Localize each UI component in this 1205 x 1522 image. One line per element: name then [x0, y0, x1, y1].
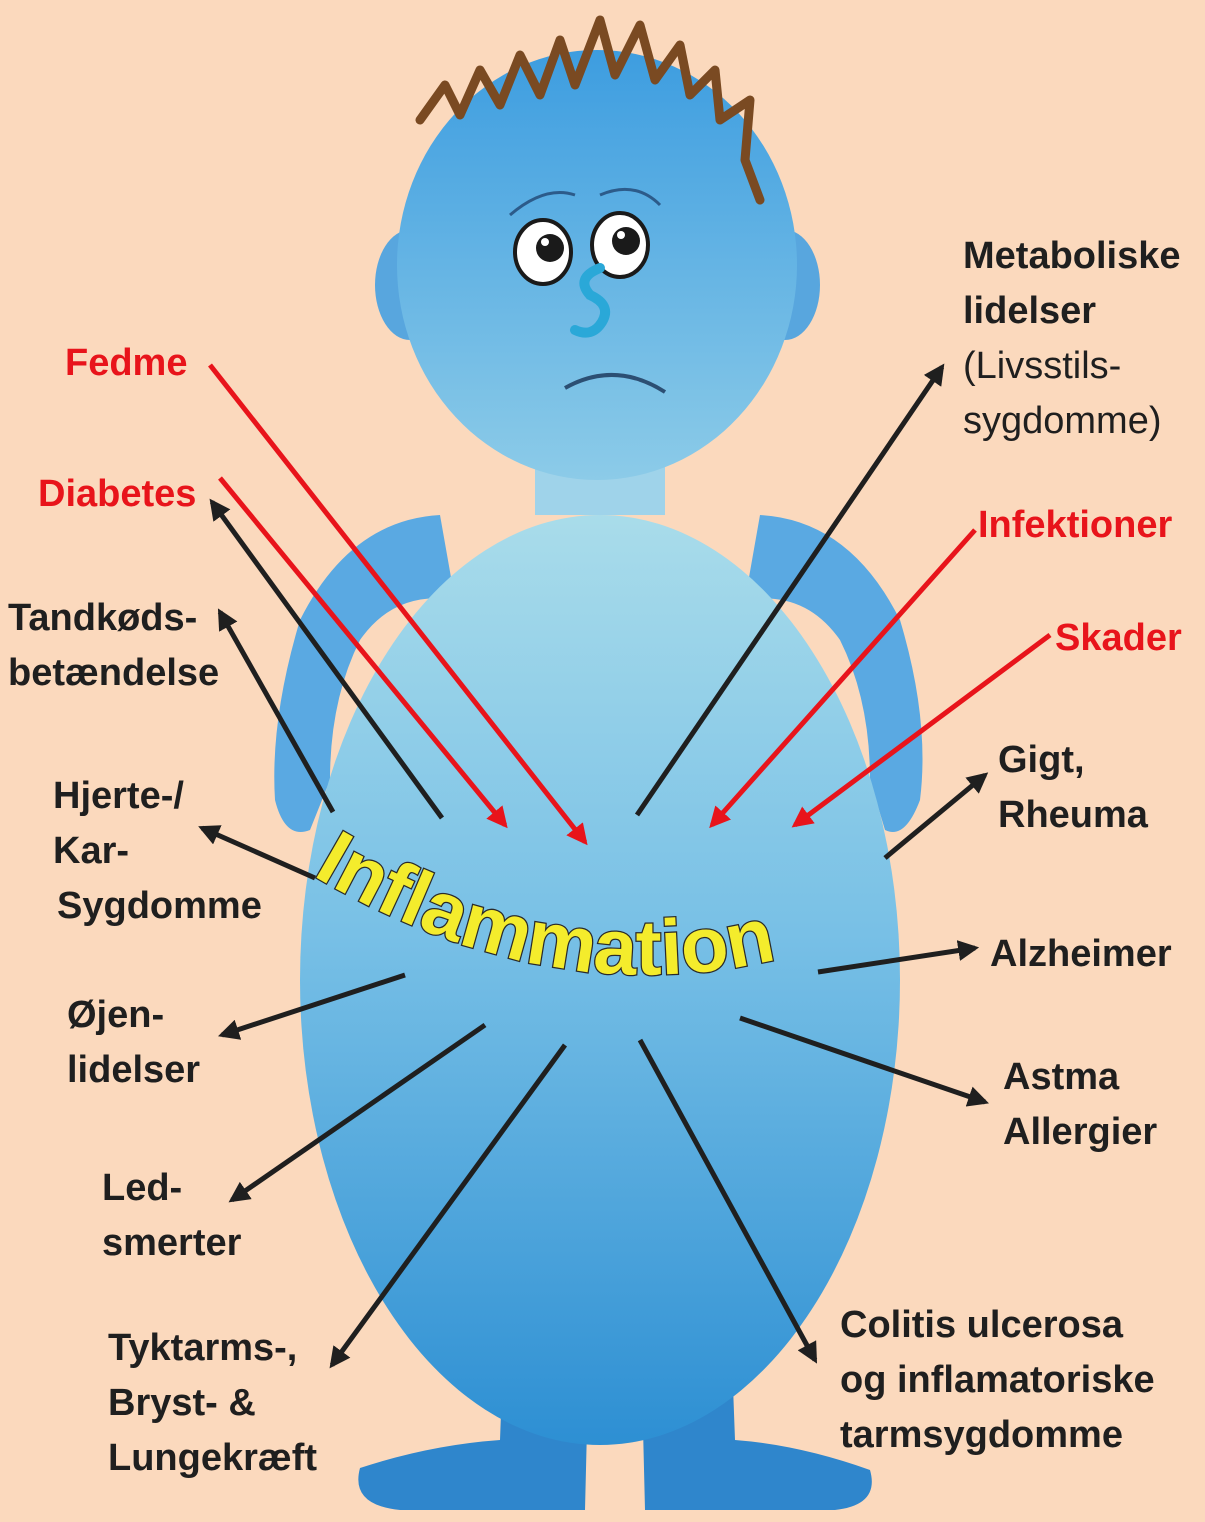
effect-arrows: [198, 363, 989, 1369]
cause-skader: Skader: [1055, 617, 1182, 659]
arrow-icon: [637, 1038, 818, 1364]
svg-text:Hjerte-/: Hjerte-/: [53, 775, 184, 817]
left-pupil: [536, 234, 564, 262]
right-pupil: [612, 227, 640, 255]
arrow-icon: [883, 772, 989, 860]
torso: [300, 515, 900, 1445]
right-eyebrow: [599, 187, 662, 207]
svg-text:Øjen-: Øjen-: [67, 994, 164, 1036]
nose: [570, 263, 610, 338]
svg-text:Lungekræft: Lungekræft: [108, 1437, 317, 1479]
arrow-icon: [791, 632, 1052, 828]
svg-text:lidelser: lidelser: [67, 1049, 200, 1091]
mouth: [564, 372, 667, 394]
arrow-icon: [208, 363, 588, 846]
svg-text:Tandkøds-: Tandkøds-: [8, 597, 197, 639]
arrow-icon: [209, 498, 445, 820]
effect-kraeft: Tyktarms-, Bryst- & Lungekræft: [108, 1327, 317, 1479]
effect-astma: Astma Allergier: [1003, 1056, 1157, 1153]
arrow-icon: [217, 608, 336, 814]
svg-text:Metaboliske: Metaboliske: [963, 235, 1181, 277]
svg-text:Kar-: Kar-: [53, 830, 129, 872]
svg-text:betændelse: betændelse: [8, 652, 219, 694]
cause-diabetes: Diabetes: [38, 473, 196, 515]
svg-text:Gigt,: Gigt,: [998, 739, 1085, 781]
svg-text:Tyktarms-,: Tyktarms-,: [108, 1327, 297, 1369]
effect-gigt: Gigt, Rheuma: [998, 739, 1149, 836]
svg-text:sygdomme): sygdomme): [963, 400, 1162, 442]
arrow-icon: [634, 363, 945, 817]
svg-text:Astma: Astma: [1003, 1056, 1120, 1098]
arrow-icon: [817, 940, 980, 975]
svg-text:og inflamatoriske: og inflamatoriske: [840, 1359, 1155, 1401]
arrow-icon: [739, 1015, 989, 1107]
effect-colitis: Colitis ulcerosa og inflamatoriske tarms…: [840, 1304, 1155, 1456]
svg-text:smerter: smerter: [102, 1222, 242, 1264]
left-eyebrow: [509, 191, 576, 217]
svg-text:Allergier: Allergier: [1003, 1111, 1157, 1153]
svg-text:tarmsygdomme: tarmsygdomme: [840, 1414, 1123, 1456]
arrow-icon: [218, 476, 508, 829]
svg-text:(Livsstils-: (Livsstils-: [963, 345, 1121, 387]
svg-text:lidelser: lidelser: [963, 290, 1096, 332]
arrow-icon: [709, 528, 977, 829]
svg-text:Bryst- &: Bryst- &: [108, 1382, 256, 1424]
svg-text:Alzheimer: Alzheimer: [990, 933, 1172, 975]
cause-infektioner: Infektioner: [978, 504, 1172, 546]
effect-ojen: Øjen- lidelser: [67, 994, 200, 1091]
effect-tandkoed: Tandkøds- betændelse: [8, 597, 219, 694]
arrow-icon: [228, 1022, 487, 1203]
arrow-icon: [329, 1043, 568, 1369]
effect-metabolic: Metaboliske lidelser (Livsstils- sygdomm…: [963, 235, 1181, 442]
svg-text:Sygdomme: Sygdomme: [57, 885, 262, 927]
effect-labels: Metaboliske lidelser (Livsstils- sygdomm…: [8, 235, 1181, 1479]
cause-arrows: [208, 363, 1052, 846]
svg-text:Colitis ulcerosa: Colitis ulcerosa: [840, 1304, 1124, 1346]
effect-hjerte: Hjerte-/ Kar- Sygdomme: [53, 775, 262, 927]
svg-text:Rheuma: Rheuma: [998, 794, 1149, 836]
arrow-icon: [198, 825, 317, 881]
svg-text:Led-: Led-: [102, 1167, 182, 1209]
cause-labels: Fedme Diabetes Infektioner Skader: [38, 342, 1182, 659]
hair: [415, 15, 765, 205]
effect-alzheimer: Alzheimer: [990, 933, 1172, 975]
arrow-icon: [218, 972, 406, 1040]
inflamed-person-illustration: [274, 15, 923, 1510]
effect-led: Led- smerter: [102, 1167, 242, 1264]
cause-fedme: Fedme: [65, 342, 187, 384]
left-arm: [274, 515, 455, 832]
